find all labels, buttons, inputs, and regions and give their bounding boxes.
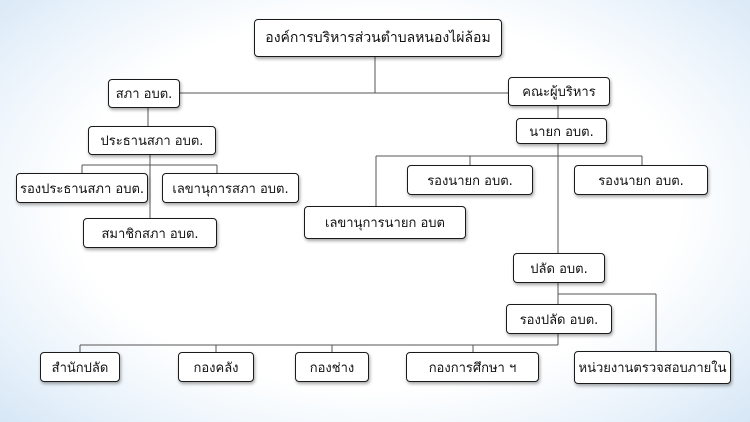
node-deputy-mayor-2: รองนายก อบต.	[574, 165, 708, 195]
node-department: หน่วยงานตรวจสอบภายใน	[574, 351, 731, 384]
node-department: สำนักปลัด	[40, 352, 120, 382]
node-council: สภา อบต.	[108, 79, 180, 108]
node-council-vice-chair: รองประธานสภา อบต.	[16, 173, 148, 203]
node-root: องค์การบริหารส่วนตำบลหนองไผ่ล้อม	[254, 19, 502, 57]
node-council-chair: ประธานสภา อบต.	[88, 126, 216, 155]
node-department: กองการศึกษา ฯ	[406, 352, 539, 382]
node-deputy-chief-administrator: รองปลัด อบต.	[506, 304, 612, 334]
node-mayor: นายก อบต.	[516, 118, 607, 144]
node-council-member: สมาชิกสภา อบต.	[83, 218, 217, 248]
node-department: กองคลัง	[178, 352, 254, 382]
node-council-secretary: เลขานุการสภา อบต.	[162, 173, 299, 203]
node-mayor-secretary: เลขานุการนายก อบต	[304, 206, 466, 239]
node-chief-administrator: ปลัด อบต.	[513, 253, 605, 283]
node-department: กองช่าง	[295, 352, 369, 382]
node-deputy-mayor-1: รองนายก อบต.	[407, 165, 533, 195]
node-executive: คณะผู้บริหาร	[508, 77, 610, 106]
